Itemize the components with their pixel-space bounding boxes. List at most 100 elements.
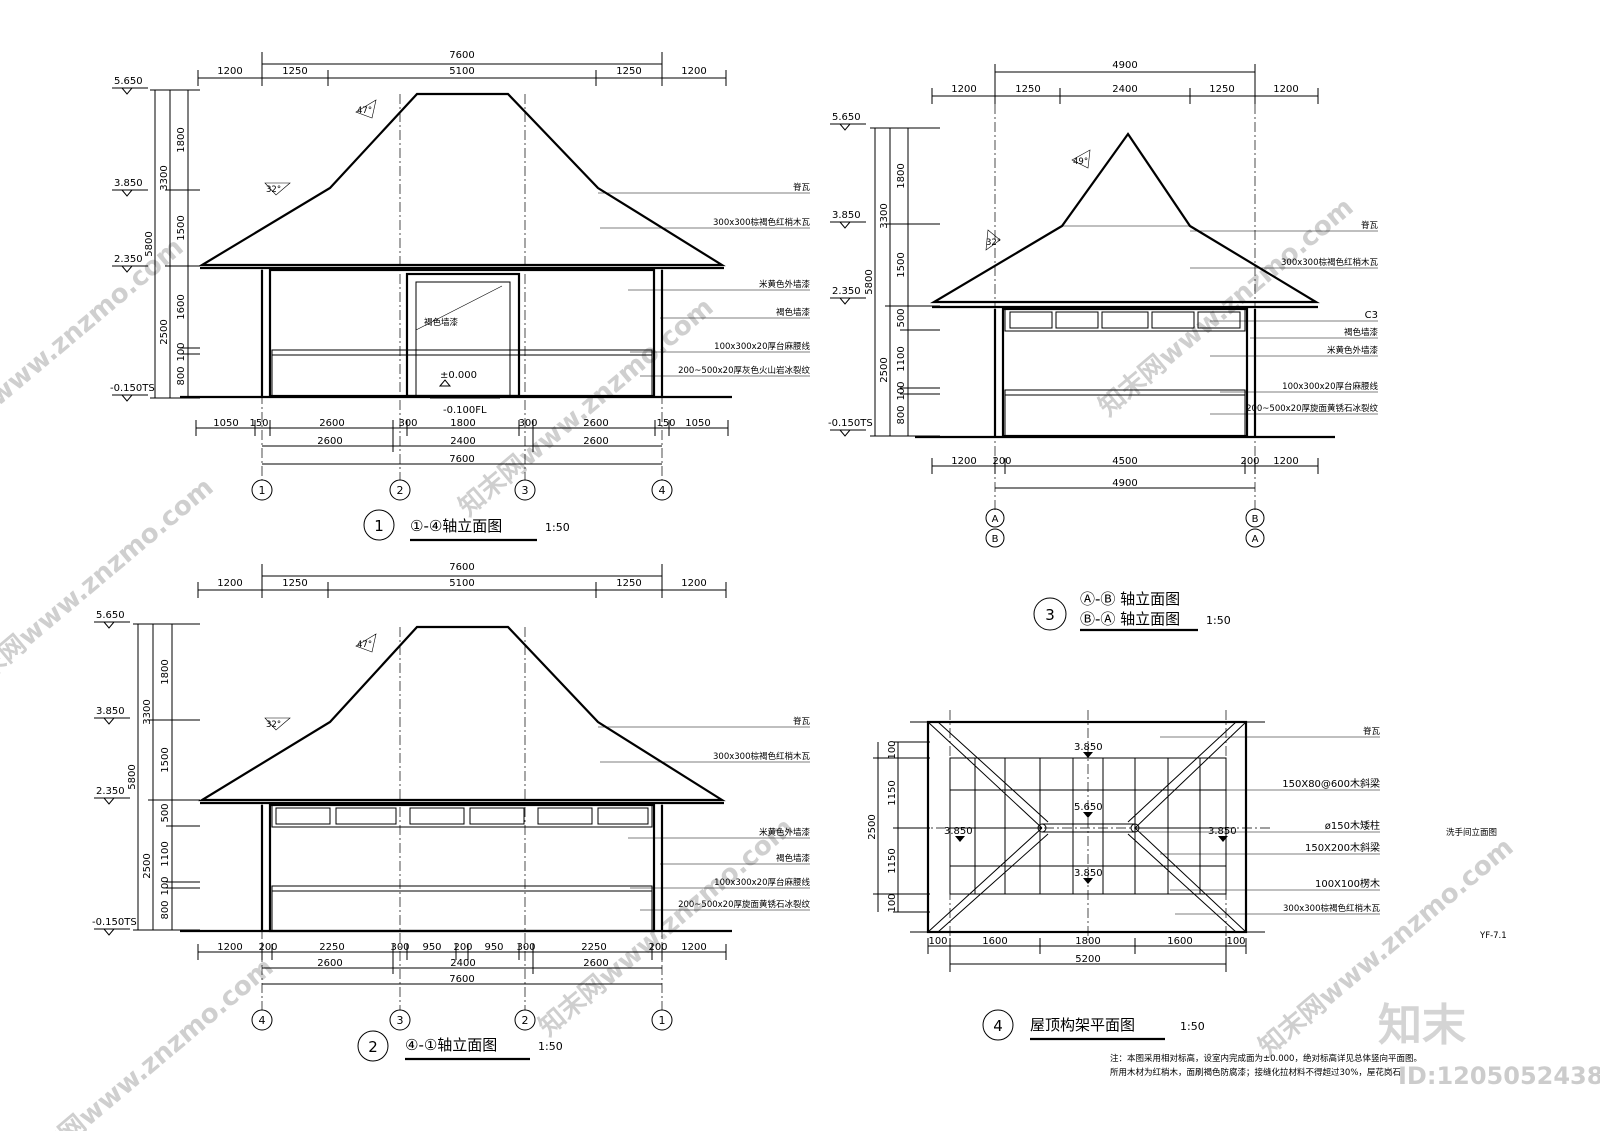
dim-text: 2250 xyxy=(319,942,344,953)
dim-text: 1600 xyxy=(1167,936,1192,947)
view-scale: 1:50 xyxy=(538,1040,563,1053)
dim-text: 5800 xyxy=(864,269,875,294)
view-scale: 1:50 xyxy=(1206,614,1231,627)
angle-text: 47° xyxy=(357,640,372,650)
dim-text: 2400 xyxy=(450,958,475,969)
dim-text: 3300 xyxy=(879,203,890,228)
dim-text: 300 xyxy=(516,942,535,953)
dim-text: 1200 xyxy=(681,942,706,953)
level-text: 3.850 xyxy=(1074,742,1103,753)
dim-text: 1200 xyxy=(681,578,706,589)
dim-text: 200 xyxy=(258,942,277,953)
level-text: -0.150TS xyxy=(828,418,873,429)
axis-bubble: A xyxy=(1252,534,1259,545)
dim-text: 100 xyxy=(887,893,898,912)
dim-text: 2400 xyxy=(1112,84,1137,95)
note-text: 脊瓦 xyxy=(1361,220,1379,231)
dim-text: 950 xyxy=(484,942,503,953)
note-text: 300x300棕褐色红梢木瓦 xyxy=(1281,257,1378,268)
roof xyxy=(198,92,726,267)
dim-text: 1150 xyxy=(887,780,898,805)
view-title: ①-④轴立面图 xyxy=(410,517,502,535)
dim-text: 500 xyxy=(160,803,171,822)
dim-text: 1500 xyxy=(896,252,907,277)
dim-text: 1100 xyxy=(160,841,171,866)
dim-text: 7600 xyxy=(449,974,474,985)
dim-text: 1200 xyxy=(217,942,242,953)
level-text: 3.850 xyxy=(1208,826,1237,837)
elevation-view-1: 7600 1200 1250 5100 1250 1200 5.650 3.85… xyxy=(110,50,811,542)
note-text: 100x300x20厚台麻腰线 xyxy=(714,341,810,352)
footnote: 所用木材为红梢木，面刷褐色防腐漆；接缝化拉材料不得超过30%，屋花岗石。 xyxy=(1110,1067,1409,1078)
sheet-code: YF-7.1 xyxy=(1479,931,1507,941)
dim-text: 200 xyxy=(453,942,472,953)
dim-text: 800 xyxy=(160,900,171,919)
dim-text: 1250 xyxy=(616,66,641,77)
dim-text: 7600 xyxy=(449,50,474,61)
dim-text: 1150 xyxy=(887,848,898,873)
angle-text: 32° xyxy=(266,185,281,195)
dim-text: 1500 xyxy=(160,747,171,772)
level-text: 3.850 xyxy=(96,706,125,717)
dim-text: 1500 xyxy=(176,215,187,240)
view-title: Ⓑ-Ⓐ 轴立面图 xyxy=(1080,610,1180,628)
dim-text: 4500 xyxy=(1112,456,1137,467)
dim-text: 200 xyxy=(1240,456,1259,467)
window-band xyxy=(271,804,653,828)
angle-text: 49° xyxy=(1073,157,1088,167)
dim-text: 5200 xyxy=(1075,954,1100,965)
stone-base xyxy=(271,885,653,932)
dim-text: 300 xyxy=(390,942,409,953)
dim-text: 2500 xyxy=(159,319,170,344)
dim-text: 1250 xyxy=(282,66,307,77)
dim-text: 2600 xyxy=(583,958,608,969)
dim-text: 1200 xyxy=(951,84,976,95)
dim-text: 1200 xyxy=(681,66,706,77)
note-text: 米黄色外墙漆 xyxy=(759,827,811,838)
dim-text: 5100 xyxy=(449,578,474,589)
dim-text: 1600 xyxy=(176,294,187,319)
watermark-layer: 知末网www.znzmo.com 知末网www.znzmo.com 知末网www… xyxy=(0,192,1519,1135)
dim-text: 100 xyxy=(176,342,187,361)
dim-text: 2600 xyxy=(583,418,608,429)
view-scale: 1:50 xyxy=(545,521,570,534)
level-text: -0.150TS xyxy=(110,383,155,394)
dim-text: 1800 xyxy=(160,659,171,684)
level-text: 5.650 xyxy=(1074,802,1103,813)
dim-text: 1200 xyxy=(1273,84,1298,95)
note-text: 150X80@600木斜梁 xyxy=(1282,777,1380,790)
dim-text: 2500 xyxy=(867,814,878,839)
dim-text: 1250 xyxy=(1015,84,1040,95)
dim-text: 1250 xyxy=(616,578,641,589)
elevation-view-2: 7600 1200 1250 5100 1250 1200 5.650 3.85… xyxy=(92,562,811,1062)
view-title: ④-①轴立面图 xyxy=(405,1036,497,1054)
note-text: 脊瓦 xyxy=(793,716,811,727)
dim-text: 3300 xyxy=(159,165,170,190)
dim-text: 800 xyxy=(176,366,187,385)
view-number: 2 xyxy=(368,1038,378,1056)
level-text: 2.350 xyxy=(832,286,861,297)
view-title: 屋顶构架平面图 xyxy=(1030,1016,1135,1034)
watermark: 知末网www.znzmo.com xyxy=(0,472,219,702)
dim-text: 100 xyxy=(160,876,171,895)
dim-text: 100 xyxy=(1226,936,1245,947)
watermark: 知末网www.znzmo.com xyxy=(0,232,189,462)
axis-bubble: A xyxy=(992,514,999,525)
level-text: 5.650 xyxy=(96,610,125,621)
dim-text: 100 xyxy=(896,381,907,400)
axis-bubble: 1 xyxy=(659,1014,666,1027)
note-text: 褐色墙漆 xyxy=(776,307,811,318)
roof-framing-plan: 3.850 5.650 3.850 3.850 3.850 2500 100 1… xyxy=(867,710,1380,1041)
dim-text: 100 xyxy=(928,936,947,947)
dim-text: 7600 xyxy=(449,454,474,465)
roof xyxy=(929,132,1320,304)
note-text: 200~500x20厚灰色火山岩冰裂纹 xyxy=(678,365,810,376)
dim-text: 1800 xyxy=(176,127,187,152)
note-text: 米黄色外墙漆 xyxy=(1327,345,1379,356)
dim-text: 2500 xyxy=(879,357,890,382)
axis-bubble: 3 xyxy=(522,484,529,497)
dim-text: 2250 xyxy=(581,942,606,953)
dim-text: 150 xyxy=(656,418,675,429)
